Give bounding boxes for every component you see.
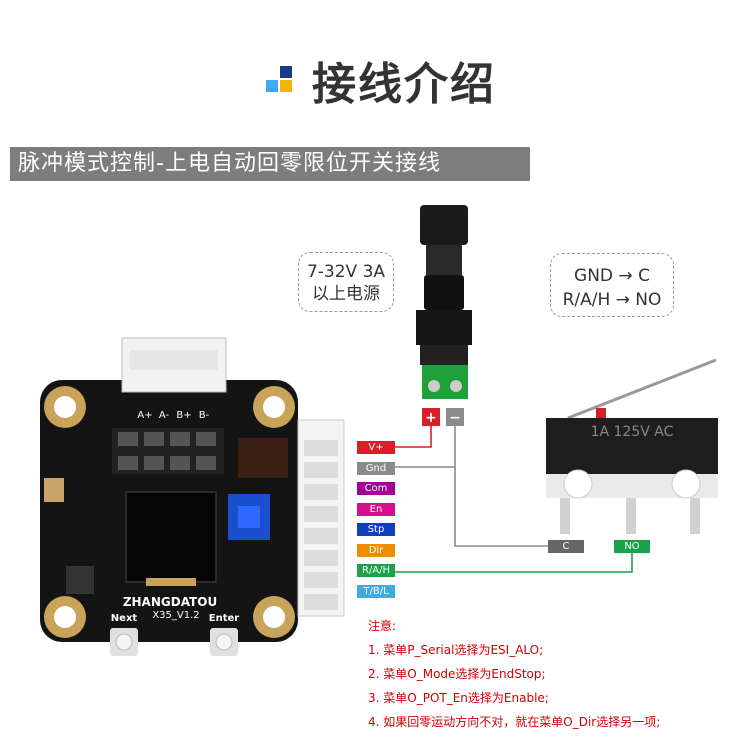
section-title: 脉冲模式控制-上电自动回零限位开关接线 xyxy=(10,147,530,181)
squares-icon xyxy=(266,66,292,92)
notes-item: 4. 如果回零运动方向不对，就在菜单O_Dir选择另一项; xyxy=(368,715,661,729)
switch-note-line1: GND → C xyxy=(574,266,650,286)
limit-switch: 1A 125V AC xyxy=(546,358,718,534)
wire-vplus xyxy=(395,425,432,448)
jack-plus: + xyxy=(425,410,437,426)
button-next-label: Next xyxy=(111,613,138,624)
board-brand: ZHANGDATOU xyxy=(123,595,217,609)
pin-label-vplus: V+ xyxy=(357,441,395,454)
pin-label-tbl: T/B/L xyxy=(357,584,395,598)
motor-pin-a-minus: A- xyxy=(159,410,170,421)
motor-pin-b-minus: B- xyxy=(199,410,210,421)
power-note: 7-32V 3A 以上电源 xyxy=(298,252,394,312)
button-enter-label: Enter xyxy=(209,613,240,624)
pin-label-stp: Stp xyxy=(357,523,395,536)
notes-item: 2. 菜单O_Mode选择为EndStop; xyxy=(368,667,546,681)
pin-label-com: Com xyxy=(357,482,395,495)
power-note-line2: 以上电源 xyxy=(312,284,380,304)
notes-item: 3. 菜单O_POT_En选择为Enable; xyxy=(368,691,549,705)
pin-label-en: En xyxy=(357,502,395,516)
jack-minus: − xyxy=(449,410,461,426)
notes-heading: 注意: xyxy=(368,619,397,633)
page-title: 接线介绍 xyxy=(312,59,496,110)
motor-pin-b-plus: B+ xyxy=(176,410,191,421)
switch-note-line2: R/A/H → NO xyxy=(562,290,662,310)
dc-jack: + − xyxy=(416,205,472,426)
wires xyxy=(395,425,633,573)
config-notes: 注意: 1. 菜单P_Serial选择为ESI_ALO; 2. 菜单O_Mode… xyxy=(368,614,660,734)
pin-label-gnd: Gnd xyxy=(357,461,395,475)
pin-label-dir: Dir xyxy=(357,543,395,557)
pin-label-rah: R/A/H xyxy=(357,564,395,577)
switch-note: GND → C R/A/H → NO xyxy=(550,253,674,317)
switch-tag-c: C xyxy=(548,540,584,553)
wire-gnd-to-c xyxy=(454,467,548,547)
power-note-line1: 7-32V 3A xyxy=(306,262,386,282)
notes-item: 1. 菜单P_Serial选择为ESI_ALO; xyxy=(368,643,544,657)
switch-body-text: 1A 125V AC xyxy=(591,424,674,440)
driver-board: A+ A- B+ B- ZHANGDATOU X35_V1.2 Next Ent… xyxy=(40,337,345,656)
wire-gnd xyxy=(395,425,456,468)
switch-tag-no: NO xyxy=(614,540,650,553)
motor-pin-a-plus: A+ xyxy=(137,410,152,421)
wire-rah xyxy=(395,553,633,573)
board-version: X35_V1.2 xyxy=(152,610,199,621)
